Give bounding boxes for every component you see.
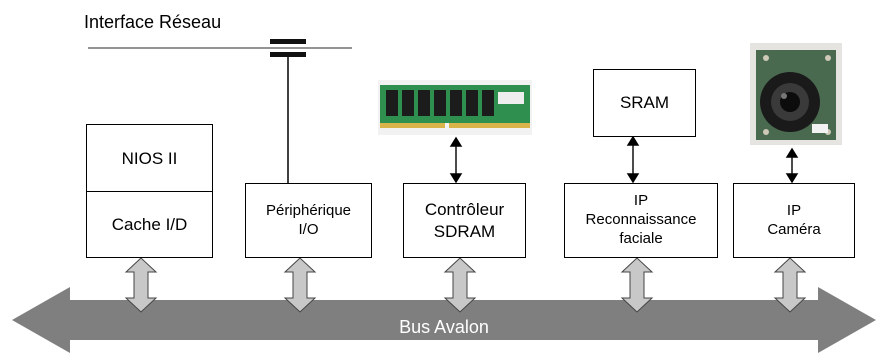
camera-icon — [750, 43, 842, 145]
network-interface-label: Interface Réseau — [84, 12, 222, 32]
sdram-link-head-up — [449, 136, 463, 147]
bus-connector-io — [283, 257, 317, 313]
sdram-controller-block: Contrôleur SDRAM — [403, 183, 526, 258]
sdram-line1: Contrôleur — [424, 200, 505, 220]
peripheral-links — [449, 135, 799, 184]
bus-connector-nios — [124, 257, 158, 313]
sram-link-head-up — [626, 135, 640, 146]
nios-block: NIOS II — [86, 124, 213, 192]
network-connector-bottom — [270, 52, 306, 57]
ipcam-line2: Caméra — [767, 220, 821, 238]
camera-link-head-down — [785, 173, 799, 184]
ipcam-line1: IP — [786, 201, 802, 219]
ipface-line3: faciale — [619, 229, 663, 247]
io-peripheral-block: Périphérique I/O — [245, 183, 372, 258]
camera-link-head-up — [785, 147, 799, 158]
ram-module-icon — [378, 80, 532, 135]
io-line2: I/O — [298, 220, 319, 238]
ipface-line2: Reconnaissance — [585, 211, 697, 229]
ipface-line1: IP — [633, 192, 649, 210]
sdram-line2: SDRAM — [433, 221, 496, 241]
bus-connector-ipface — [620, 257, 654, 313]
nios-label: NIOS II — [121, 148, 178, 168]
sram-block: SRAM — [593, 69, 696, 137]
bus-label: Bus Avalon — [399, 317, 489, 337]
network-connector-top — [270, 39, 306, 44]
ip-face-recognition-block: IP Reconnaissance faciale — [564, 183, 718, 258]
sdram-link-head-down — [449, 173, 463, 184]
avalon-bus-arrow — [12, 287, 876, 353]
sram-label: SRAM — [619, 93, 670, 113]
bus-connector-sdram — [443, 257, 477, 313]
bus-connector-ipcam — [773, 257, 807, 313]
sram-link-head-down — [626, 173, 640, 184]
cache-label: Cache I/D — [111, 214, 188, 234]
io-line1: Périphérique — [265, 201, 352, 219]
cache-block: Cache I/D — [86, 191, 213, 258]
ip-camera-block: IP Caméra — [733, 183, 855, 258]
bus-connectors — [124, 257, 807, 313]
